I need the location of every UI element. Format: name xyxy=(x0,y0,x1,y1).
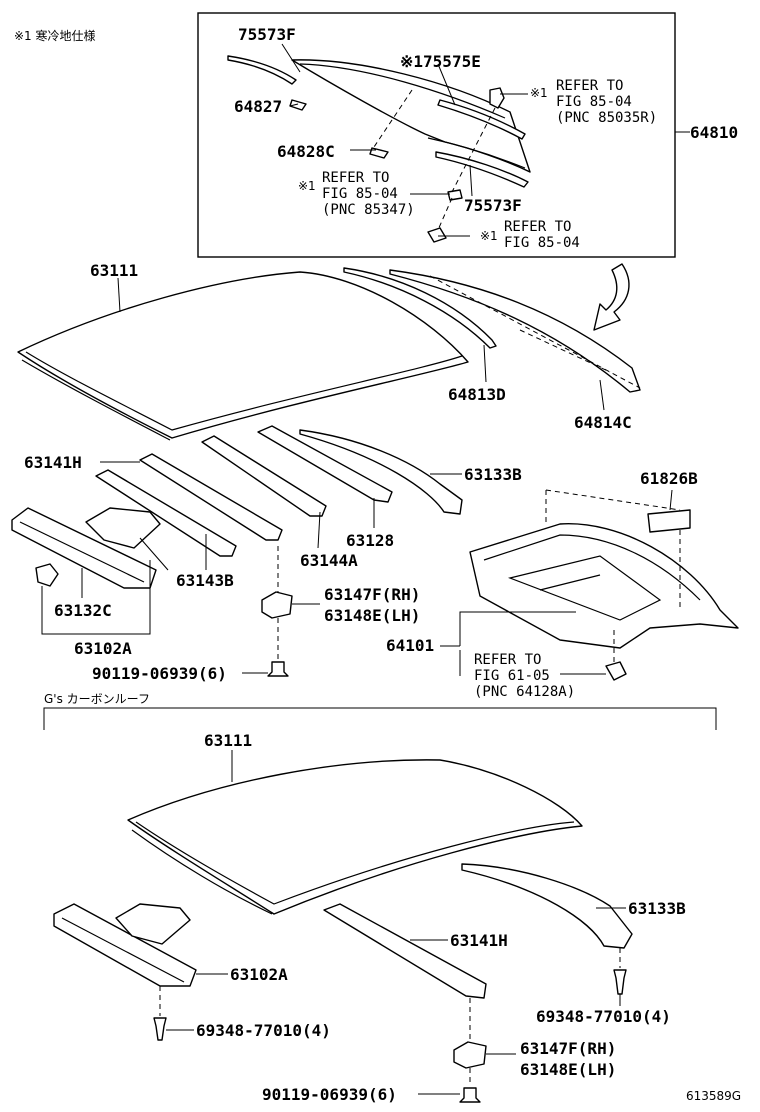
ref2-line3: (PNC 85347) xyxy=(322,202,415,218)
roof-bow-63133b-bottom xyxy=(461,863,633,949)
roof-bow-63141h-bottom xyxy=(323,903,487,999)
roof-bow-63144a xyxy=(201,435,327,517)
assembly-arrow xyxy=(593,263,630,331)
ref4-line3: (PNC 64128A) xyxy=(474,684,575,700)
sensor-85347 xyxy=(447,189,463,201)
ref3-line1: REFER TO xyxy=(504,219,571,235)
bolt-90119-bottom xyxy=(459,1087,481,1103)
label-75575e: ※175575E xyxy=(400,52,481,71)
label-63133b-bottom: 63133B xyxy=(628,899,686,918)
bracket-63147f-63148e-top xyxy=(261,591,293,619)
sensor-bolt-85035r xyxy=(489,87,505,109)
ref1-line1: REFER TO xyxy=(556,78,623,94)
clip-64827 xyxy=(289,99,307,111)
label-75573f-b: 75573F xyxy=(464,196,522,215)
label-63147f-top: 63147F(RH) xyxy=(324,585,420,604)
roof-bow-63128 xyxy=(257,425,393,503)
label-64810: 64810 xyxy=(690,123,738,142)
label-75573f-a: 75573F xyxy=(238,25,296,44)
label-64101: 64101 xyxy=(386,636,434,655)
connector-85-04 xyxy=(427,227,447,243)
label-90119-bottom: 90119-06939(6) xyxy=(262,1085,397,1104)
label-63148e-top: 63148E(LH) xyxy=(324,606,420,625)
roof-panel-63111-top xyxy=(17,271,469,439)
label-63102a-top: 63102A xyxy=(74,639,132,658)
label-63143b: 63143B xyxy=(176,571,234,590)
molding-64814c xyxy=(389,269,641,393)
molding-75575e xyxy=(437,99,526,140)
label-63147f-bottom: 63147F(RH) xyxy=(520,1039,616,1058)
gs-carbon-note: G's カーボンルーフ xyxy=(44,692,150,706)
clip-63132c xyxy=(35,563,59,587)
label-69348-left: 69348-77010(4) xyxy=(196,1021,331,1040)
label-63141h-top: 63141H xyxy=(24,453,82,472)
label-63144a: 63144A xyxy=(300,551,358,570)
molding-64813d xyxy=(343,267,497,349)
label-63133b-top: 63133B xyxy=(464,465,522,484)
ref1-line2: FIG 85-04 xyxy=(556,94,632,110)
ref3-mark: ※1 xyxy=(480,229,498,243)
roof-glass-panel xyxy=(291,59,531,173)
front-header-bracket-top xyxy=(85,507,161,549)
molding-75573f-lower xyxy=(435,151,529,188)
package-tray-64101 xyxy=(469,523,739,649)
label-63132c: 63132C xyxy=(54,601,112,620)
roof-panel-63111-bottom xyxy=(127,759,583,915)
ref2-mark: ※1 xyxy=(298,179,316,193)
ref2-line2: FIG 85-04 xyxy=(322,186,398,202)
roof-bow-63133b-top xyxy=(299,429,463,515)
label-plate-61826b xyxy=(647,509,691,533)
ref4-line2: FIG 61-05 xyxy=(474,668,550,684)
ref1-line3: (PNC 85035R) xyxy=(556,110,657,126)
ref2-line1: REFER TO xyxy=(322,170,389,186)
figure-id: 613589G xyxy=(686,1089,741,1103)
label-63148e-bottom: 63148E(LH) xyxy=(520,1060,616,1079)
label-90119-top: 90119-06939(6) xyxy=(92,664,227,683)
front-header-bracket-bottom xyxy=(115,903,191,945)
label-64828c: 64828C xyxy=(277,142,335,161)
bolt-90119-top xyxy=(267,661,289,677)
label-63102a-bottom: 63102A xyxy=(230,965,288,984)
ref1-mark: ※1 xyxy=(530,86,548,100)
molding-75573f-upper xyxy=(227,55,297,85)
label-63111-top: 63111 xyxy=(90,261,138,280)
label-64827: 64827 xyxy=(234,97,282,116)
ref3-line2: FIG 85-04 xyxy=(504,235,580,251)
label-61826b: 61826B xyxy=(640,469,698,488)
label-64814c: 64814C xyxy=(574,413,632,432)
fastener-69348-left xyxy=(153,1017,167,1041)
front-header-panel-bottom xyxy=(53,903,197,987)
bracket-63147f-63148e-bottom xyxy=(453,1041,487,1069)
glass-assembly-box xyxy=(197,12,676,258)
cold-spec-note: ※1 寒冷地仕様 xyxy=(14,28,96,43)
roof-bow-63143b xyxy=(95,469,237,557)
label-63141h-bottom: 63141H xyxy=(450,931,508,950)
label-63128: 63128 xyxy=(346,531,394,550)
roof-bow-63141h xyxy=(139,453,283,541)
label-63111-bottom: 63111 xyxy=(204,731,252,750)
label-69348-right: 69348-77010(4) xyxy=(536,1007,671,1026)
fastener-69348-right xyxy=(613,969,627,995)
label-64813d: 64813D xyxy=(448,385,506,404)
ref4-line1: REFER TO xyxy=(474,652,541,668)
clip-64128a xyxy=(605,661,627,681)
